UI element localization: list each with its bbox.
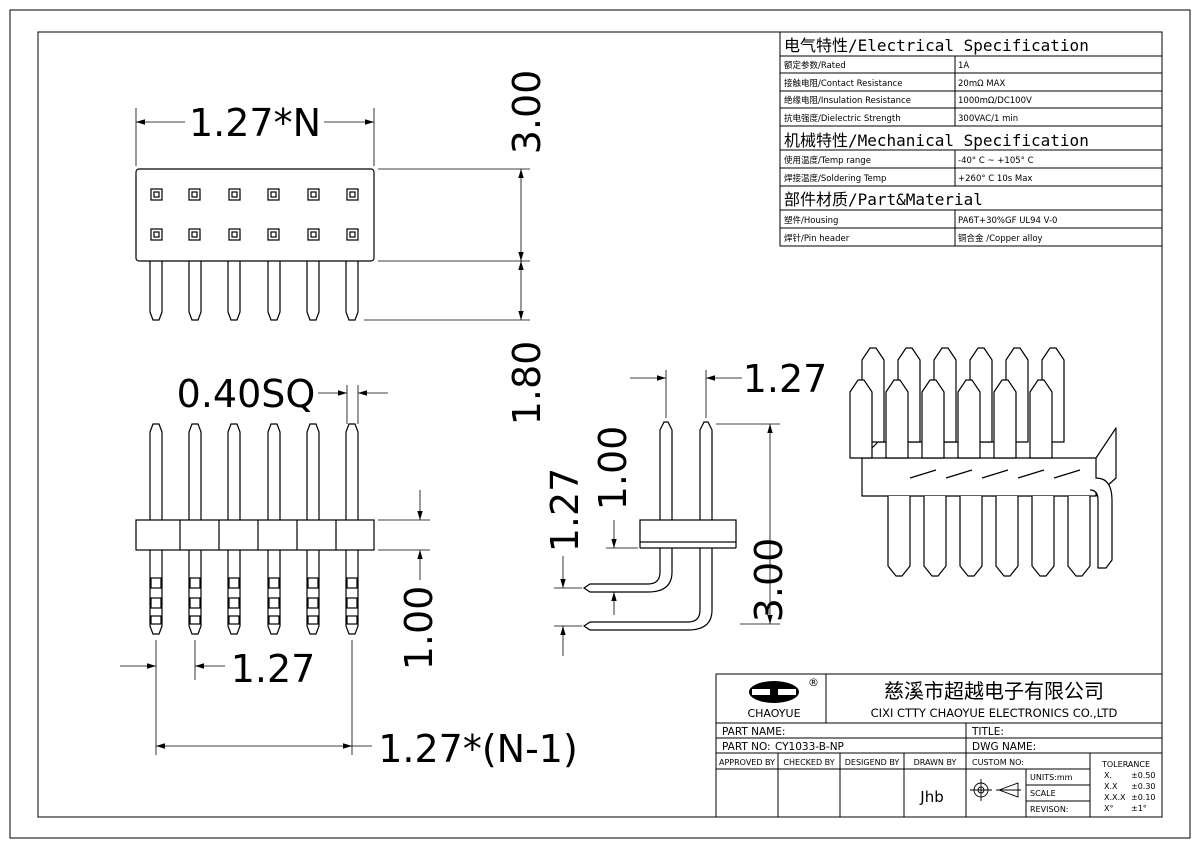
projection-symbol-icon	[970, 779, 1021, 801]
units-label: UNITS:mm	[1030, 773, 1073, 782]
outer-border	[9, 9, 1191, 839]
spec-label: 焊针/Pin header	[784, 233, 850, 244]
dim-top-height-total: 3.00	[505, 70, 549, 155]
title-block	[715, 673, 1163, 818]
spec-value: +260° C 10s Max	[958, 174, 1032, 184]
spec-label: 抗电强度/Dielectric Strength	[784, 113, 901, 124]
dim-front-span: 1.27*(N-1)	[378, 727, 578, 771]
spec-label: 塑件/Housing	[784, 215, 838, 226]
dim-front-pitch: 1.27	[231, 647, 316, 691]
dim-top-width: 1.27*N	[189, 101, 321, 145]
drawn-by-value: Jhb	[919, 788, 943, 806]
material-spec-header: 部件材质/Part&Material	[784, 190, 983, 209]
custom-no-label: CUSTOM NO:	[972, 758, 1024, 767]
tolerance-value: ±0.30	[1131, 782, 1156, 791]
isometric-view	[849, 347, 1117, 577]
spec-value: 铜合金 /Copper alloy	[958, 233, 1043, 244]
spec-label: 焊接温度/Soldering Temp	[784, 173, 886, 184]
spec-label: 接触电阻/Contact Resistance	[784, 78, 902, 89]
dim-side-row-gap: 1.00	[591, 426, 635, 511]
side-view-dimensions	[554, 370, 780, 656]
front-view-dimensions	[120, 385, 430, 755]
top-view-pin-holes	[150, 188, 359, 241]
company-logo: ® CHAOYUE	[747, 676, 819, 720]
side-view	[582, 421, 737, 631]
spec-value: -40° C ~ +105° C	[958, 156, 1034, 166]
top-view-pins	[149, 261, 359, 321]
dwg-name-label: DWG NAME:	[972, 741, 1036, 753]
dim-top-height-pin: 1.80	[505, 341, 549, 426]
logo-text: CHAOYUE	[747, 707, 800, 720]
tolerance-key: X.X	[1104, 782, 1118, 791]
front-view	[135, 423, 375, 635]
logo-mark: ®	[808, 676, 819, 689]
title-label: TITLE:	[971, 726, 1004, 738]
tolerance-key: X.	[1104, 771, 1112, 780]
spec-label: 绝缘电阻/Insulation Resistance	[784, 95, 911, 106]
title-block-fields: PART NAME: TITLE: PART NO: CY1033-B-NP D…	[722, 726, 1036, 753]
company-name-cn: 慈溪市超越电子有限公司	[884, 679, 1104, 703]
designed-by-label: DESIGEND BY	[845, 758, 900, 767]
mechanical-rows: 使用温度/Temp range -40° C ~ +105° C 焊接温度/So…	[784, 155, 1034, 184]
electrical-rows: 额定参数/Rated 1A 接触电阻/Contact Resistance 20…	[784, 60, 1032, 124]
spec-value: 20mΩ MAX	[958, 79, 1005, 89]
dim-side-pitch: 1.27	[743, 357, 828, 401]
mechanical-spec-header: 机械特性/Mechanical Specification	[784, 131, 1089, 150]
tolerance-key: X°	[1104, 804, 1113, 813]
approval-headers: APPROVED BY CHECKED BY DESIGEND BY DRAWN…	[719, 758, 1156, 814]
top-view-dimensions	[135, 108, 530, 321]
inner-border	[37, 31, 1163, 818]
electrical-spec-header: 电气特性/Electrical Specification	[784, 36, 1089, 55]
spec-value: 300VAC/1 min	[958, 114, 1018, 124]
part-no-label: PART NO:	[722, 741, 771, 753]
front-view-pins	[149, 423, 359, 635]
tolerance-key: X.X.X	[1104, 793, 1126, 802]
tolerance-value: ±0.50	[1131, 771, 1156, 780]
tolerance-value: ±0.10	[1131, 793, 1156, 802]
scale-label: SCALE	[1030, 789, 1056, 798]
spec-table	[779, 31, 1163, 247]
spec-label: 使用温度/Temp range	[784, 155, 871, 166]
dim-front-body: 1.00	[397, 586, 441, 671]
dim-pin-size: 0.40SQ	[177, 372, 316, 416]
checked-by-label: CHECKED BY	[783, 758, 834, 767]
drawn-by-label: DRAWN BY	[914, 758, 957, 767]
approved-by-label: APPROVED BY	[719, 758, 775, 767]
part-name-label: PART NAME:	[722, 726, 785, 738]
spec-label: 额定参数/Rated	[784, 60, 846, 71]
dim-side-pitch-vertical: 1.27	[543, 468, 587, 553]
material-rows: 塑件/Housing PA6T+30%GF UL94 V-0 焊针/Pin he…	[784, 215, 1057, 244]
tolerance-value: ±1°	[1131, 804, 1147, 813]
part-no-value: CY1033-B-NP	[775, 741, 844, 753]
spec-value: 1A	[958, 61, 969, 71]
spec-value: PA6T+30%GF UL94 V-0	[958, 216, 1057, 226]
iso-front-pins	[849, 379, 1053, 459]
spec-value: 1000mΩ/DC100V	[958, 96, 1032, 106]
iso-bent-pins	[887, 469, 1113, 577]
top-view	[135, 168, 375, 321]
revision-label: REVISON:	[1030, 805, 1069, 814]
dim-side-total: 3.00	[747, 538, 791, 623]
company-name-en: CIXI CTTY CHAOYUE ELECTRONICS CO.,LTD	[871, 706, 1118, 720]
tolerance-label: TOLERANCE	[1101, 760, 1150, 769]
